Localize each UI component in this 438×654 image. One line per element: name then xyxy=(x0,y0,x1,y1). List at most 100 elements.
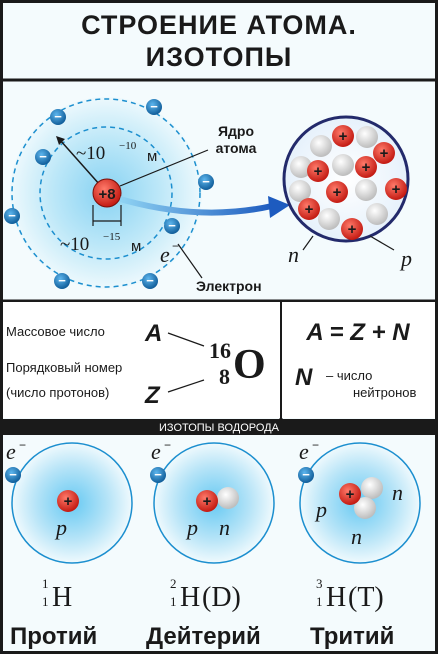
electron: − xyxy=(164,218,180,234)
neutron xyxy=(332,154,354,176)
isotope-orbit xyxy=(11,442,133,564)
arrow-head xyxy=(56,136,65,145)
neutron xyxy=(354,497,376,519)
svg-text:−: − xyxy=(39,149,47,164)
electron-symbol-sup: − xyxy=(164,438,171,452)
neutron xyxy=(217,487,239,509)
proton: + xyxy=(341,218,363,240)
electron: − xyxy=(150,467,166,483)
title-line1: СТРОЕНИЕ АТОМА. xyxy=(81,10,357,40)
neutron xyxy=(366,203,388,225)
isotope-suffix: (T) xyxy=(348,582,384,613)
electron: − xyxy=(50,109,66,125)
isotope-name: Тритий xyxy=(310,623,394,650)
isotope-z: 1 xyxy=(42,594,49,609)
proton: + xyxy=(326,181,348,203)
electron: − xyxy=(198,174,214,190)
isotope-orbit xyxy=(299,442,421,564)
mass-pointer xyxy=(167,332,205,347)
element-symbol: O xyxy=(233,342,266,388)
isotope-label-tritium: 3 1 H (T) Тритий xyxy=(310,576,394,650)
svg-text:+: + xyxy=(203,493,212,510)
zoom-arrow xyxy=(119,196,273,216)
nucleus-radius-exp: −15 xyxy=(103,231,121,243)
electron: − xyxy=(35,149,51,165)
svg-text:−: − xyxy=(58,273,66,288)
svg-text:−: − xyxy=(202,174,210,189)
atom-radius-arrow xyxy=(59,139,101,186)
isotope-suffix: (D) xyxy=(202,582,241,613)
neutron-symbol: n xyxy=(219,515,230,540)
svg-text:−: − xyxy=(54,109,62,124)
proton-symbol: p xyxy=(185,515,198,540)
electron: − xyxy=(142,273,158,289)
proton-symbol: p xyxy=(54,515,67,540)
isotope-z: 1 xyxy=(316,594,323,609)
mass-letter: A xyxy=(144,320,162,347)
notation-panel xyxy=(3,302,280,418)
order-label-line2: (число протонов) xyxy=(6,385,109,400)
electron-symbol: e xyxy=(151,439,161,464)
isotope-tritium: − e − + p n n xyxy=(298,438,421,564)
proton: + xyxy=(298,198,320,220)
svg-text:−: − xyxy=(150,99,158,114)
neutron-symbol: n xyxy=(392,480,403,505)
neutron-symbol: n xyxy=(288,242,299,267)
nucleus-pointer xyxy=(119,149,209,187)
svg-text:+: + xyxy=(348,221,357,238)
atom-radius-exp: −10 xyxy=(119,140,137,152)
nucleus-label-line1: Ядро xyxy=(218,123,254,139)
isotopes-header-bar xyxy=(3,419,435,435)
svg-text:+: + xyxy=(392,181,401,198)
proton: + xyxy=(373,142,395,164)
svg-text:+: + xyxy=(314,163,323,180)
isotope-orbit xyxy=(153,442,275,564)
isotope-mass: 1 xyxy=(42,576,49,591)
atom-radius-unit: м xyxy=(147,148,157,165)
order-label-line1: Порядковый номер xyxy=(6,360,122,375)
isotope-name: Протий xyxy=(10,623,97,650)
isotope-protium: − e − + p xyxy=(5,438,133,564)
neutron xyxy=(356,126,378,148)
isotope-mass: 2 xyxy=(170,576,177,591)
isotope-symbol: H xyxy=(326,582,346,613)
zoom-arrow-head xyxy=(268,196,290,218)
outer-orbit xyxy=(11,98,201,288)
electron-symbol-sup: − xyxy=(19,438,26,452)
n-desc-line2: нейтронов xyxy=(353,385,416,400)
isotope-mass: 3 xyxy=(316,576,323,591)
svg-text:+: + xyxy=(362,159,371,176)
n-letter: N xyxy=(295,364,313,391)
order-pointer xyxy=(167,379,205,393)
mass-number: 16 xyxy=(209,338,231,363)
isotope-z: 1 xyxy=(170,594,177,609)
proton: + xyxy=(339,483,361,505)
svg-text:−: − xyxy=(8,208,16,223)
n-desc-line1: – число xyxy=(326,368,372,383)
electron: − xyxy=(4,208,20,224)
neutron-symbol: n xyxy=(351,524,362,549)
neutron xyxy=(289,180,311,202)
nucleus-zoom: + + + + + + + + n p xyxy=(282,115,412,271)
svg-text:−: − xyxy=(302,467,310,482)
neutron-pointer xyxy=(302,235,314,251)
atom-radius-base: ~10 xyxy=(76,143,105,164)
svg-text:+: + xyxy=(339,128,348,145)
proton: + xyxy=(57,490,79,512)
title-line2: ИЗОТОПЫ xyxy=(146,42,293,72)
atomic-number: 8 xyxy=(219,364,230,389)
isotope-name: Дейтерий xyxy=(146,623,261,650)
electron-label: Электрон xyxy=(196,278,262,294)
nucleus xyxy=(92,178,122,208)
neutron xyxy=(290,156,312,178)
inner-orbit xyxy=(39,126,173,260)
svg-text:+: + xyxy=(346,486,355,503)
mass-number-label: Массовое число xyxy=(6,324,105,339)
nucleus-radius-base: ~10 xyxy=(60,234,89,255)
isotope-deuterium: − e − + p n xyxy=(150,438,275,564)
neutron xyxy=(310,135,332,157)
electrons: − − − − − − − − xyxy=(4,99,214,289)
